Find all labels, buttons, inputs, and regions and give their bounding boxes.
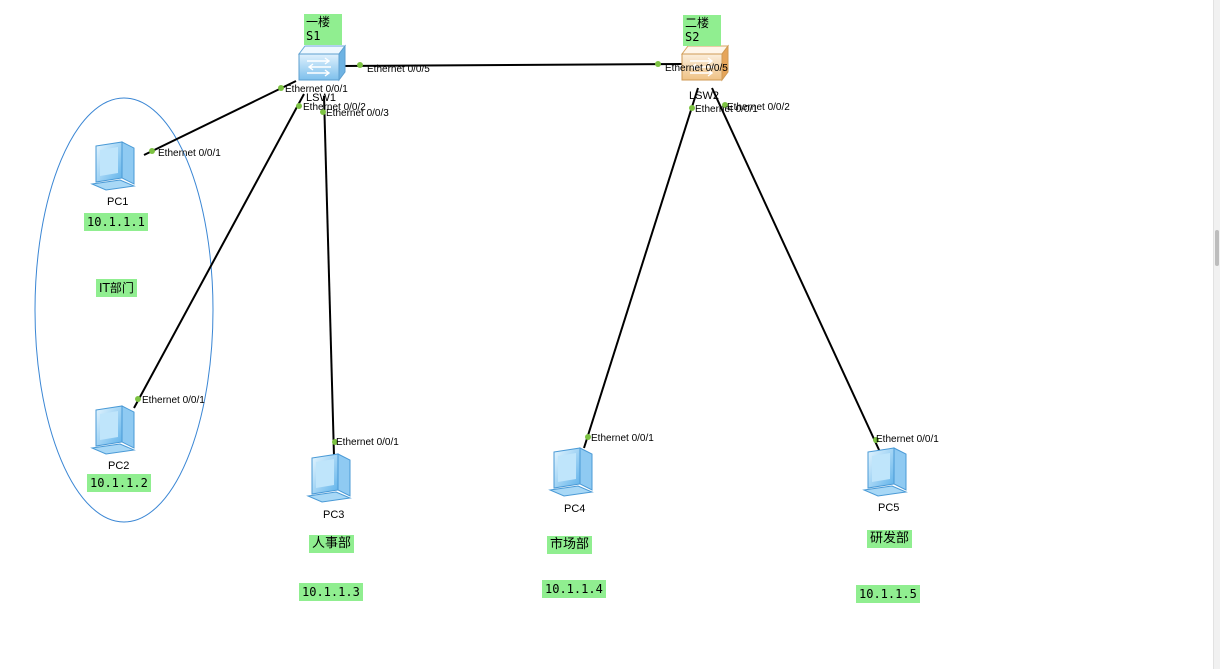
port-label: Ethernet 0/0/5 (665, 63, 728, 74)
port-dot (722, 102, 728, 108)
port-dot (320, 109, 326, 115)
switch-floor-tag: 二楼 S2 (683, 15, 721, 46)
switch-name-label: LSW1 (306, 92, 336, 104)
pc-icon[interactable] (306, 452, 358, 506)
switch-id-label: S2 (685, 30, 700, 44)
port-label: Ethernet 0/0/1 (158, 148, 221, 159)
floor-label: 一楼 (306, 15, 331, 29)
port-label: Ethernet 0/0/1 (142, 395, 205, 406)
port-label: Ethernet 0/0/1 (695, 104, 758, 115)
it-group-ellipse (34, 97, 214, 523)
ip-address-tag: 10.1.1.5 (856, 585, 920, 603)
department-label: 研发部 (867, 530, 913, 548)
port-dot (873, 437, 879, 443)
pc-icon[interactable] (548, 446, 600, 500)
port-label: Ethernet 0/0/5 (367, 64, 430, 75)
scrollbar-thumb[interactable] (1215, 230, 1219, 266)
pc-icon[interactable] (862, 446, 914, 500)
switch-floor-tag: 一楼 S1 (304, 14, 342, 45)
port-dot (149, 148, 155, 154)
port-dot (296, 103, 302, 109)
switch-icon[interactable] (298, 44, 346, 82)
pc-name-label: PC1 (107, 196, 129, 208)
port-dot (135, 396, 141, 402)
link-lsw1-pc2[interactable] (133, 93, 305, 409)
pc-name-label: PC3 (323, 509, 345, 521)
pc-name-label: PC5 (878, 502, 900, 514)
link-lsw1-pc3[interactable] (323, 95, 335, 457)
port-dot (689, 105, 695, 111)
ip-address-tag: 10.1.1.1 (84, 213, 148, 231)
pc-icon[interactable] (90, 140, 142, 194)
pc-name-label: PC2 (108, 460, 130, 472)
link-lsw1-pc1[interactable] (143, 80, 297, 156)
port-label: Ethernet 0/0/3 (326, 108, 389, 119)
link-lsw2-pc4[interactable] (583, 87, 699, 449)
port-dot (655, 61, 661, 67)
switch-icon[interactable] (681, 44, 729, 82)
floor-label: 二楼 (685, 16, 710, 30)
port-label: Ethernet 0/0/2 (727, 102, 790, 113)
ip-address-tag: 10.1.1.4 (542, 580, 606, 598)
port-dot (332, 439, 338, 445)
port-dot (585, 434, 591, 440)
port-dot (278, 85, 284, 91)
pc-name-label: PC4 (564, 503, 586, 515)
link-lsw1-lsw2[interactable] (341, 63, 683, 67)
ip-address-tag: 10.1.1.3 (299, 583, 363, 601)
port-dot (357, 62, 363, 68)
ip-address-tag: 10.1.1.2 (87, 474, 151, 492)
port-label: Ethernet 0/0/1 (876, 434, 939, 445)
department-label: 市场部 (547, 536, 593, 554)
vertical-scrollbar[interactable] (1213, 0, 1220, 669)
port-label: Ethernet 0/0/2 (303, 102, 366, 113)
pc-icon[interactable] (90, 404, 142, 458)
link-lsw2-pc5[interactable] (711, 87, 881, 453)
department-label: 人事部 (309, 535, 355, 553)
switch-name-label: LSW2 (689, 90, 719, 102)
department-label: IT部门 (96, 279, 137, 297)
port-label: Ethernet 0/0/1 (285, 84, 348, 95)
port-label: Ethernet 0/0/1 (591, 433, 654, 444)
port-label: Ethernet 0/0/1 (336, 437, 399, 448)
switch-id-label: S1 (306, 29, 321, 43)
